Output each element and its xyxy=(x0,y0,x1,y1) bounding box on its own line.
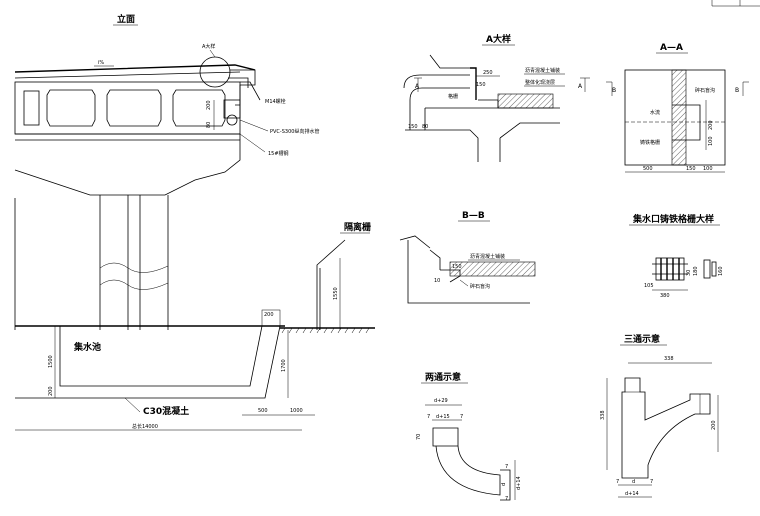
svg-text:150: 150 xyxy=(408,124,418,130)
svg-text:d+29: d+29 xyxy=(434,398,448,404)
label-gravel-aa: 碎石盲沟 xyxy=(695,87,715,94)
section-mark-a-left: A xyxy=(415,83,420,90)
frame-corner xyxy=(711,0,760,7)
section-aa-view: A—A 水流 铸铁格栅 碎石盲沟 200 100 500 150 100 B B xyxy=(606,43,749,173)
grate-detail-view: 集水口铸铁格栅大样 105 380 30 180 160 xyxy=(629,213,724,299)
svg-text:200: 200 xyxy=(48,386,54,396)
svg-text:d: d xyxy=(501,483,507,486)
section-bb-view: B—B 沥青混凝土铺装 碎石盲沟 150 10 xyxy=(399,211,536,304)
label-concrete: C30混凝土 xyxy=(143,405,189,417)
svg-text:7: 7 xyxy=(505,464,508,470)
svg-text:150: 150 xyxy=(686,166,696,172)
two-way-view: 两通示意 d+29 d+15 7 7 70 7 d d+14 7 xyxy=(416,371,522,502)
svg-text:150: 150 xyxy=(476,82,486,88)
section-mark-b-right: B xyxy=(735,87,739,94)
svg-text:80: 80 xyxy=(206,122,212,128)
label-grate-a: 格栅 xyxy=(448,93,458,100)
section-mark-a-right: A xyxy=(578,83,583,90)
label-pvc: PVC-S300纵向排水管 xyxy=(270,128,319,135)
svg-text:180: 180 xyxy=(693,266,699,276)
fence-title: 隔离栅 xyxy=(344,221,371,233)
svg-text:70: 70 xyxy=(416,434,422,440)
svg-text:500: 500 xyxy=(258,408,268,414)
svg-text:338: 338 xyxy=(664,356,674,362)
two-way-title: 两通示意 xyxy=(425,371,461,383)
svg-text:338: 338 xyxy=(600,410,606,420)
svg-text:160: 160 xyxy=(718,266,724,276)
svg-text:200: 200 xyxy=(708,120,714,130)
svg-text:10: 10 xyxy=(434,278,440,284)
svg-text:1000: 1000 xyxy=(290,408,303,414)
svg-text:80: 80 xyxy=(422,124,428,130)
svg-text:7: 7 xyxy=(650,479,653,485)
svg-text:7: 7 xyxy=(505,496,508,502)
three-way-title: 三通示意 xyxy=(624,333,660,345)
label-asphalt-bb: 沥青混凝土铺装 xyxy=(470,253,505,260)
svg-text:d+14: d+14 xyxy=(625,491,639,497)
label-waterproof: 整体化现浇层 xyxy=(525,79,555,86)
elevation-view: 立面 i% A大样 200 80 M14螺栓 PVC xyxy=(14,13,375,431)
svg-text:200: 200 xyxy=(711,420,717,430)
svg-text:1500: 1500 xyxy=(48,355,54,368)
svg-text:380: 380 xyxy=(660,293,670,299)
svg-text:7: 7 xyxy=(616,479,619,485)
section-mark-b-left: B xyxy=(612,87,616,94)
svg-text:7: 7 xyxy=(460,414,463,420)
label-grate-aa: 铸铁格栅 xyxy=(640,139,660,146)
svg-text:d+14: d+14 xyxy=(516,476,522,490)
svg-text:150: 150 xyxy=(452,264,462,270)
three-way-view: 三通示意 338 338 200 7 d 7 d+14 xyxy=(600,333,719,498)
svg-text:200: 200 xyxy=(264,312,274,318)
svg-text:d: d xyxy=(632,479,635,485)
svg-text:1700: 1700 xyxy=(281,359,287,372)
label-a-detail: A大样 xyxy=(202,43,215,50)
total-length: 总长14000 xyxy=(132,423,158,430)
label-asphalt-a: 沥青混凝土铺装 xyxy=(525,67,560,74)
label-gravel-bb: 碎石盲沟 xyxy=(470,283,490,290)
slope-mark: i% xyxy=(98,60,104,66)
section-aa-title: A—A xyxy=(660,43,683,53)
label-clamp: 15#槽钢 xyxy=(268,150,289,157)
svg-text:500: 500 xyxy=(643,166,653,172)
svg-text:7: 7 xyxy=(427,414,430,420)
detail-a-view: A大样 250 150 150 80 格栅 沥青混凝土铺装 整体化现浇层 A A xyxy=(403,33,590,162)
detail-a-title: A大样 xyxy=(486,33,511,45)
svg-text:100: 100 xyxy=(708,136,714,146)
elevation-title: 立面 xyxy=(117,13,135,25)
svg-text:100: 100 xyxy=(703,166,713,172)
grate-detail-title: 集水口铸铁格栅大样 xyxy=(632,213,714,225)
svg-text:d+15: d+15 xyxy=(436,414,450,420)
label-m14: M14螺栓 xyxy=(265,98,286,105)
section-bb-title: B—B xyxy=(462,211,485,221)
svg-text:105: 105 xyxy=(644,283,654,289)
svg-text:30: 30 xyxy=(686,270,692,276)
svg-text:200: 200 xyxy=(206,100,212,110)
label-basin: 集水池 xyxy=(73,341,101,353)
svg-text:1550: 1550 xyxy=(333,287,339,300)
svg-text:250: 250 xyxy=(483,70,493,76)
label-water: 水流 xyxy=(650,109,660,116)
